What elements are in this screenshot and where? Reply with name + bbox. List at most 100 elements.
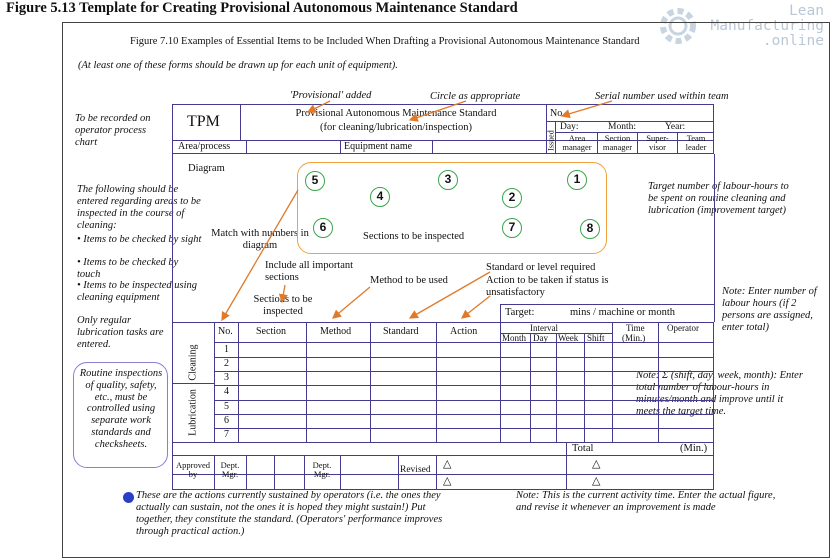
- total-min-label: (Min.): [680, 443, 708, 454]
- diagram-number-2: 2: [502, 188, 522, 208]
- annotation-routine: Routine inspections of quality, safety, …: [79, 368, 163, 450]
- arrow-standard: [408, 271, 491, 319]
- row-divider: [214, 371, 714, 373]
- figure-title: Figure 5.13 Template for Creating Provis…: [6, 0, 518, 16]
- form-subtitle: (for cleaning/lubrication/inspection): [320, 122, 472, 133]
- annotation-method-used: Method to be used: [370, 275, 448, 286]
- row-divider: [214, 399, 714, 401]
- watermark-line3: .online: [762, 33, 824, 49]
- annotation-serial-number: Serial number used within team: [595, 91, 729, 102]
- row-divider: [214, 385, 714, 387]
- shift-header: Shift: [587, 333, 605, 343]
- annotation-to-be-recorded: To be recorded on operator process chart: [75, 113, 151, 148]
- interval-header: Interval: [530, 323, 558, 333]
- revision-triangle-1: △: [443, 458, 452, 470]
- annotation-standard-level: Standard or level required: [486, 262, 596, 273]
- annotation-note-enter: Note: Enter number of labour hours (if 2…: [722, 286, 817, 333]
- approved-by-label: Approved by: [176, 460, 210, 479]
- inspection-table: [172, 322, 714, 490]
- diagram-number-5: 5: [305, 171, 325, 191]
- annotation-only-regular: Only regular lubrication tasks are enter…: [77, 315, 164, 350]
- arrow-serial: [560, 100, 613, 119]
- dept-mgr-label-2: Dept. Mgr.: [312, 460, 332, 479]
- row-number: 3: [224, 372, 229, 384]
- col-section-header: Section: [256, 326, 286, 337]
- diagram-number-1: 1: [567, 170, 587, 190]
- equipment-name-label: Equipment name: [344, 141, 413, 152]
- row-number: 6: [224, 414, 229, 426]
- annotation-bullet-equipment: • Items to be inspected using cleaning e…: [77, 280, 198, 303]
- diagram-number-4: 4: [370, 187, 390, 207]
- arrow-method: [332, 286, 371, 319]
- diagram-number-7: 7: [502, 218, 522, 238]
- revision-triangle-2: △: [443, 475, 452, 487]
- area-manager-label: Area manager: [562, 133, 592, 152]
- annotation-bottom-right: Note: This is the current activity time.…: [516, 490, 776, 513]
- gear-icon: [660, 8, 696, 44]
- row-number: 7: [224, 428, 229, 440]
- day-label: Day:: [560, 122, 579, 132]
- diagram-box: [297, 162, 607, 254]
- annotation-circle-as-appropriate: Circle as appropriate: [430, 91, 521, 102]
- target-unit: mins / machine or month: [570, 307, 675, 318]
- month-header: Month: [502, 333, 527, 343]
- arrow-action: [460, 295, 491, 319]
- annotation-following-entered: The following should be entered regardin…: [77, 184, 201, 231]
- tpm-label: TPM: [187, 113, 220, 130]
- annotation-include-all: Include all important sections: [265, 260, 354, 283]
- revision-triangle-4: △: [592, 475, 601, 487]
- form-title: Provisional Autonomous Maintenance Stand…: [295, 108, 497, 119]
- area-process-label: Area/process: [178, 141, 231, 152]
- arrow-provisional: [306, 100, 331, 113]
- time-header: Time: [626, 323, 645, 333]
- dept-mgr-label-1: Dept. Mgr.: [220, 460, 240, 479]
- month-label: Month:: [608, 122, 636, 132]
- diagram-number-3: 3: [438, 170, 458, 190]
- day-header: Day: [533, 333, 548, 343]
- watermark-line1: Lean: [789, 3, 824, 19]
- col-action-header: Action: [450, 326, 478, 337]
- row-number: 2: [224, 358, 229, 370]
- routine-note-box: [73, 362, 168, 468]
- col-method-header: Method: [320, 326, 352, 337]
- annotation-provisional-added: 'Provisional' added: [290, 90, 372, 101]
- year-label: Year:: [665, 122, 686, 132]
- diagram-number-6: 6: [313, 218, 333, 238]
- annotation-action-taken: Action to be taken if status is unsatisf…: [486, 275, 609, 298]
- annotation-bullet-touch: • Items to be checked by touch: [77, 257, 179, 280]
- arrow-include-all: [278, 284, 288, 304]
- time-min-header: (Min.): [622, 333, 646, 343]
- annotation-note-sigma: Note: Σ (shift, day, week, month): Enter…: [636, 370, 803, 417]
- row-number: 5: [224, 400, 229, 412]
- annotation-target-labour: Target number of labour-hours to be spen…: [648, 181, 789, 216]
- total-label: Total: [572, 443, 594, 454]
- annotation-match-numbers: Match with numbers in diagram: [211, 228, 309, 251]
- figure-subcaption: (At least one of these forms should be d…: [78, 60, 398, 71]
- row-number: 1: [224, 344, 229, 355]
- form-no-label: No.: [550, 108, 565, 119]
- annotation-bullet-sight: • Items to be checked by sight: [77, 234, 202, 245]
- row-divider: [214, 427, 714, 429]
- revised-label: Revised: [400, 465, 431, 475]
- operator-header: Operator: [667, 323, 699, 333]
- col-no-header: No.: [218, 326, 233, 337]
- row-number: 4: [224, 386, 229, 398]
- diagram-number-8: 8: [580, 219, 600, 239]
- row-divider: [214, 413, 714, 415]
- section-manager-label: Section manager: [602, 133, 633, 152]
- arrow-match-numbers: [221, 189, 299, 322]
- row-divider: [214, 357, 714, 359]
- form-header-box: [172, 104, 714, 154]
- sections-to-be-inspected-label: Sections to be inspected: [363, 231, 465, 242]
- bullet-dot-icon: [123, 492, 134, 503]
- arrow-circle: [408, 100, 467, 122]
- supervisor-label: Super-visor: [646, 133, 669, 152]
- target-label: Target:: [505, 307, 535, 318]
- week-header: Week: [558, 333, 579, 343]
- diagram-label: Diagram: [188, 163, 225, 174]
- figure-caption: Figure 7.10 Examples of Essential Items …: [130, 36, 640, 47]
- revision-triangle-3: △: [592, 458, 601, 470]
- annotation-bottom-left: These are the actions currently sustaine…: [136, 490, 443, 537]
- col-standard-header: Standard: [383, 326, 419, 337]
